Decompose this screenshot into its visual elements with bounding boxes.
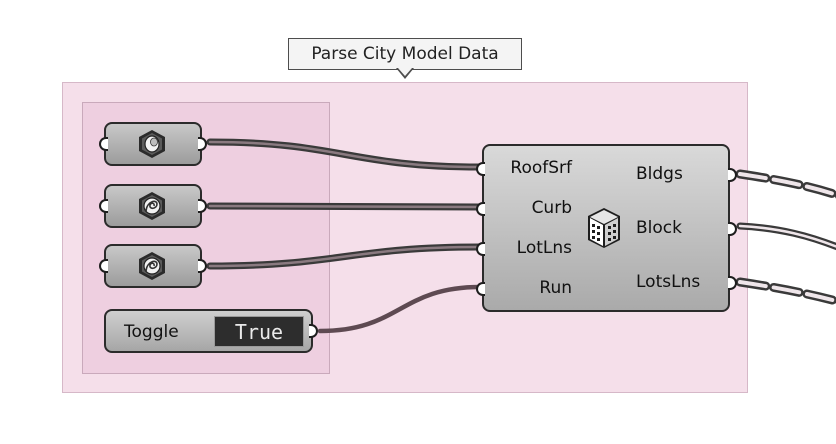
output-port-lotslns[interactable]: [728, 276, 737, 290]
input-label-curb: Curb: [531, 198, 572, 218]
output-port[interactable]: [198, 259, 207, 273]
boolean-toggle[interactable]: Toggle True: [104, 309, 318, 353]
curve-param[interactable]: [99, 184, 207, 228]
output-label-block: Block: [636, 218, 682, 238]
output-port-bldgs[interactable]: [728, 168, 737, 182]
curve-param-icon: [139, 192, 165, 220]
input-port-run[interactable]: [476, 282, 485, 296]
surface-param[interactable]: [99, 122, 207, 166]
output-port[interactable]: [309, 324, 318, 338]
input-label-lotlns: LotLns: [516, 238, 572, 258]
input-port[interactable]: [99, 199, 108, 213]
wire-block-out: [736, 222, 836, 251]
input-port-curb[interactable]: [476, 202, 485, 216]
wire-run: [317, 284, 483, 334]
input-label-run: Run: [539, 278, 572, 298]
toggle-value-button[interactable]: True: [214, 316, 304, 347]
toggle-value-text: True: [234, 319, 284, 344]
group-title: Parse City Model Data: [311, 44, 499, 64]
input-port[interactable]: [99, 137, 108, 151]
input-port-lotlns[interactable]: [476, 242, 485, 256]
city-model-component[interactable]: RoofSrf Curb LotLns Run Bldgs Block Lots…: [476, 144, 737, 312]
curve-param-icon: [139, 252, 165, 280]
building-icon: [588, 208, 620, 248]
surface-param-icon: [139, 130, 165, 158]
curve-param[interactable]: [99, 244, 207, 288]
callout-tail-inner: [398, 68, 412, 76]
output-port[interactable]: [198, 199, 207, 213]
output-label-lotslns: LotsLns: [636, 272, 701, 292]
output-label-bldgs: Bldgs: [636, 164, 683, 184]
input-label-roofsrf: RoofSrf: [510, 158, 572, 178]
output-port-block[interactable]: [728, 222, 737, 236]
input-port[interactable]: [99, 259, 108, 273]
toggle-label: Toggle: [124, 322, 179, 342]
input-port-roofsrf[interactable]: [476, 162, 485, 176]
output-port[interactable]: [198, 137, 207, 151]
